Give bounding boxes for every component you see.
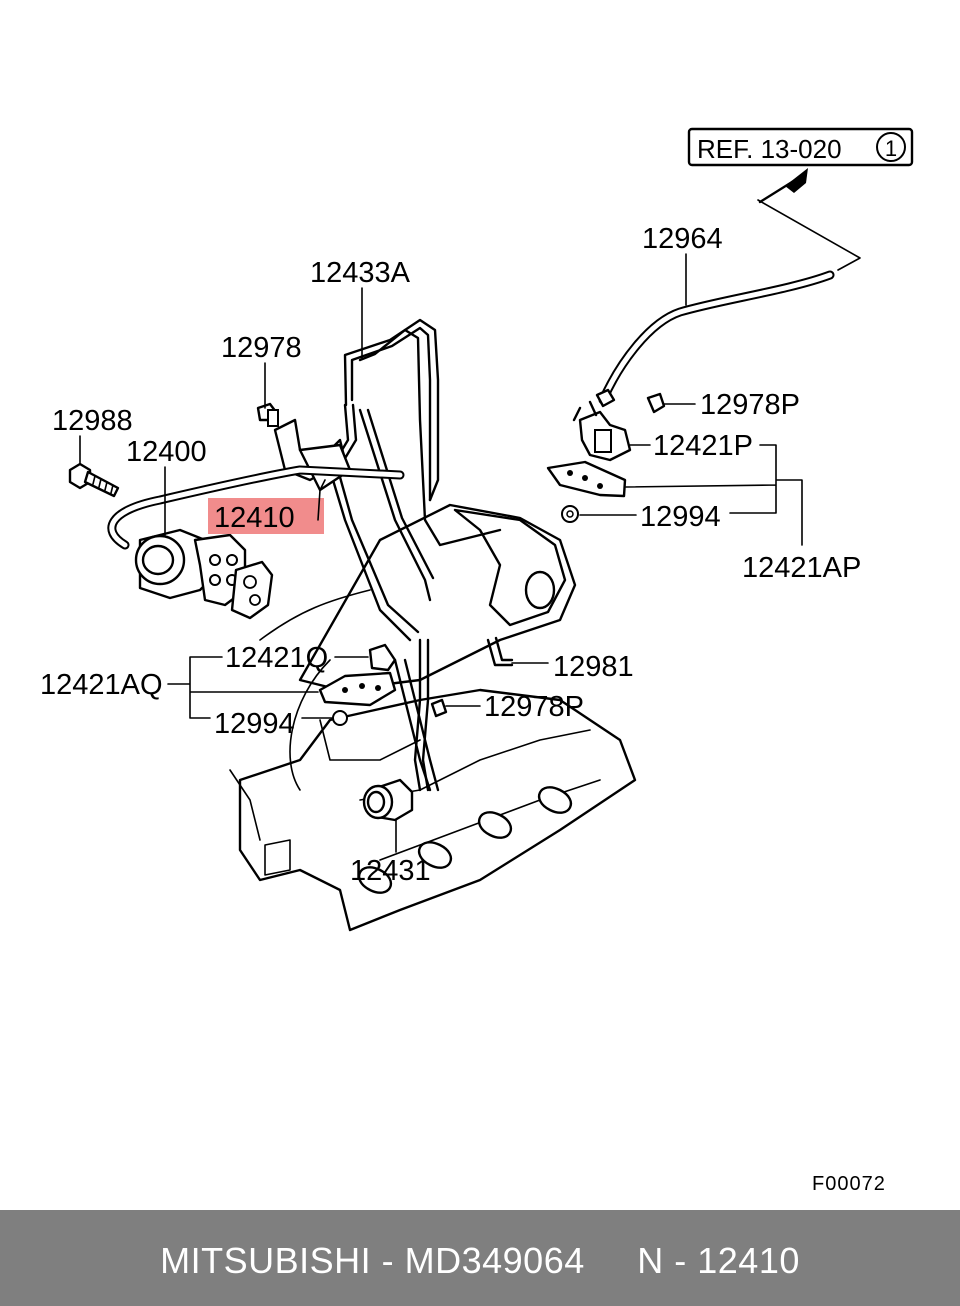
bracket-line-left: [167, 656, 319, 719]
callout-12410: 12410: [214, 502, 295, 534]
sensor-12431[interactable]: [362, 778, 414, 822]
callout-12981: 12981: [553, 651, 634, 683]
hose-12981[interactable]: [486, 636, 514, 667]
leader-12410: [317, 479, 326, 521]
egr-valve-12400[interactable]: [134, 528, 247, 607]
bracket-plate-right[interactable]: [546, 460, 627, 498]
callout-12978P-mid: 12978P: [484, 691, 584, 723]
ref-label: REF. 13-020: [697, 134, 842, 164]
ref-circle-number: 1: [885, 136, 897, 161]
ref-leader-line: [757, 199, 861, 271]
bolt-12988[interactable]: [68, 462, 120, 498]
bracket-plate-left[interactable]: [318, 671, 397, 707]
clip-12978P-top[interactable]: [646, 392, 666, 414]
hose-12964[interactable]: [598, 270, 835, 405]
callout-12431: 12431: [350, 855, 431, 887]
solenoid-valve-12421P[interactable]: [572, 388, 632, 462]
parts-diagram: REF. 13-020 1: [40, 127, 914, 1195]
nut-12994-right[interactable]: [561, 505, 579, 523]
callout-12994-left: 12994: [214, 708, 295, 740]
callout-12421Q: 12421Q: [225, 642, 328, 674]
gasket: [230, 560, 274, 620]
footer-bar: MITSUBISHI - MD349064 N - 12410: [0, 1210, 960, 1306]
solenoid-valve-12421Q[interactable]: [368, 643, 397, 672]
bracket-line-right: [625, 444, 803, 546]
tube-assembly-12433A[interactable]: [328, 318, 502, 792]
ref-box[interactable]: REF. 13-020 1: [687, 127, 914, 167]
bracket: [273, 418, 352, 492]
hose-to-egr-valve: [107, 465, 405, 550]
callout-12400: 12400: [126, 436, 207, 468]
ref-arrow-icon: [758, 168, 808, 204]
callout-12433A: 12433A: [310, 257, 411, 289]
callout-12421AP: 12421AP: [742, 552, 861, 584]
callout-12964: 12964: [642, 223, 723, 255]
figure-code: F00072: [812, 1173, 886, 1195]
part-number-caption: MITSUBISHI - MD349064 N - 12410: [160, 1240, 800, 1281]
bolt-12978[interactable]: [256, 402, 279, 427]
clip-12978P-mid[interactable]: [430, 698, 448, 718]
callout-12978P-top: 12978P: [700, 389, 800, 421]
nut-12994-left[interactable]: [332, 710, 348, 726]
callout-12410-highlight[interactable]: 12410: [208, 498, 324, 534]
callout-12988: 12988: [52, 405, 133, 437]
callout-12978: 12978: [221, 332, 302, 364]
callout-12421P: 12421P: [653, 430, 753, 462]
callout-12421AQ: 12421AQ: [40, 669, 163, 701]
engine-assembly: [229, 503, 637, 932]
callout-12994-right: 12994: [640, 501, 721, 533]
